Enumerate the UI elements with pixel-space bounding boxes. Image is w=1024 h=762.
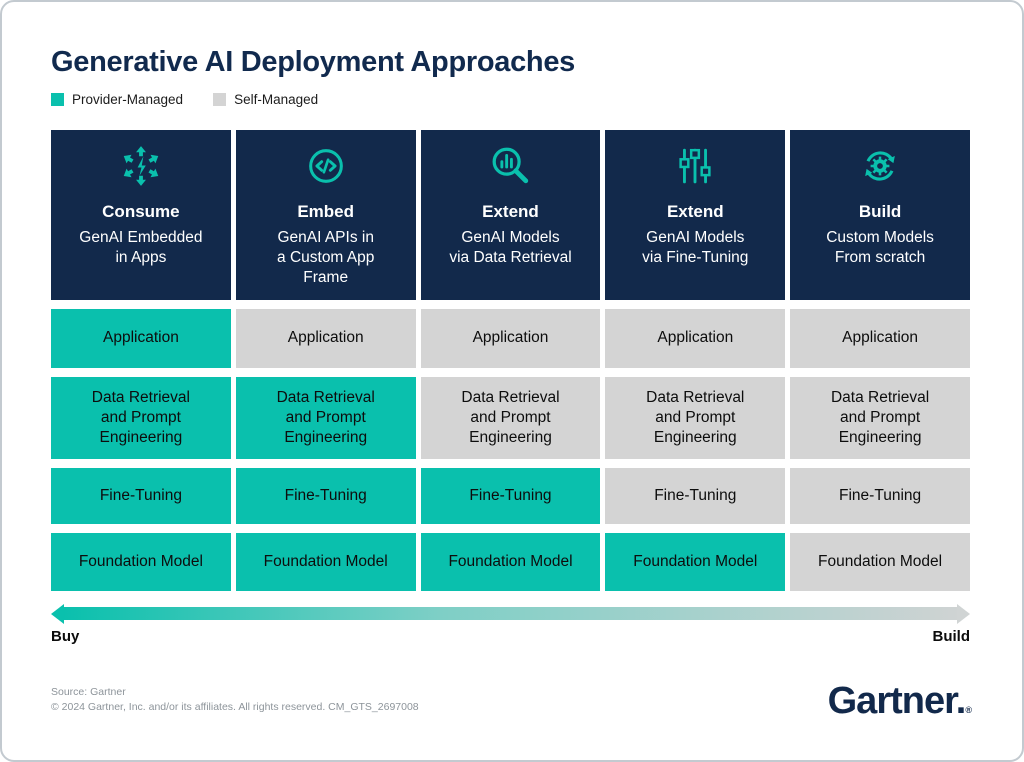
gartner-logo: Gartner.®	[828, 682, 972, 720]
column-description: GenAI APIs in a Custom App Frame	[277, 229, 375, 286]
column-extend-fine-tuning: Extend GenAI Models via Fine-Tuning Appl…	[605, 130, 786, 591]
column-extend-data-retrieval: Extend GenAI Models via Data Retrieval A…	[420, 130, 601, 591]
cell-extend-ft-fine-tuning: Fine-Tuning	[605, 468, 786, 524]
cell-extend-ft-data-retrieval: Data Retrieval and Prompt Engineering	[605, 377, 786, 459]
legend-label-provider-managed: Provider-Managed	[72, 92, 184, 107]
cell-consume-foundation-model: Foundation Model	[51, 533, 231, 591]
column-header-consume: Consume GenAI Embedded in Apps	[51, 130, 231, 300]
code-brackets-circle-icon	[308, 149, 343, 183]
column-title: Consume	[102, 202, 180, 221]
cell-extend-dr-data-retrieval: Data Retrieval and Prompt Engineering	[420, 377, 601, 459]
cell-consume-application: Application	[51, 309, 231, 368]
column-consume: Consume GenAI Embedded in Apps Applicati…	[51, 130, 231, 591]
legend-item-self-managed: Self-Managed	[213, 92, 318, 107]
cell-embed-data-retrieval: Data Retrieval and Prompt Engineering	[235, 377, 416, 459]
cell-build-application: Application	[790, 309, 970, 368]
footer-attribution: Source: Gartner © 2024 Gartner, Inc. and…	[51, 685, 419, 717]
column-title: Embed	[297, 202, 355, 221]
column-description: GenAI Models via Data Retrieval	[449, 229, 572, 266]
self-managed-swatch	[213, 93, 227, 106]
axis-label-buy: Buy	[51, 628, 80, 645]
cell-extend-dr-foundation-model: Foundation Model	[420, 533, 601, 591]
buy-build-axis: Buy Build	[51, 628, 970, 645]
spread-arrows-bolt-icon	[121, 146, 161, 186]
axis-label-build: Build	[932, 628, 971, 645]
cell-build-data-retrieval: Data Retrieval and Prompt Engineering	[790, 377, 970, 459]
legend: Provider-Managed Self-Managed	[51, 92, 970, 107]
magnifier-bar-chart-icon	[493, 147, 529, 184]
cell-embed-fine-tuning: Fine-Tuning	[235, 468, 416, 524]
sliders-icon	[679, 148, 711, 184]
cell-embed-foundation-model: Foundation Model	[235, 533, 416, 591]
provider-managed-swatch	[51, 93, 64, 106]
copyright-text: © 2024 Gartner, Inc. and/or its affiliat…	[51, 701, 419, 714]
column-header-extend-data-retrieval: Extend GenAI Models via Data Retrieval	[420, 130, 601, 300]
gartner-logo-text: Gartner.	[827, 680, 967, 722]
cell-consume-fine-tuning: Fine-Tuning	[51, 468, 231, 524]
column-title: Extend	[666, 202, 724, 221]
legend-label-self-managed: Self-Managed	[234, 92, 319, 107]
column-build: Build Custom Models From scratch Applica…	[790, 130, 970, 591]
page-title: Generative AI Deployment Approaches	[51, 46, 576, 78]
cell-extend-ft-application: Application	[605, 309, 786, 368]
column-description: GenAI Embedded in Apps	[79, 229, 203, 266]
cell-build-fine-tuning: Fine-Tuning	[790, 468, 970, 524]
column-embed: Embed GenAI APIs in a Custom App Frame A…	[235, 130, 416, 591]
cell-build-foundation-model: Foundation Model	[790, 533, 970, 591]
cell-extend-dr-application: Application	[420, 309, 601, 368]
cell-consume-data-retrieval: Data Retrieval and Prompt Engineering	[51, 377, 231, 459]
source-text: Source: Gartner	[51, 685, 126, 698]
cell-embed-application: Application	[235, 309, 416, 368]
column-header-embed: Embed GenAI APIs in a Custom App Frame	[235, 130, 416, 300]
column-header-build: Build Custom Models From scratch	[790, 130, 970, 300]
column-header-extend-fine-tuning: Extend GenAI Models via Fine-Tuning	[605, 130, 786, 300]
deployment-grid: Consume GenAI Embedded in Apps Applicati…	[51, 130, 970, 591]
cell-extend-dr-fine-tuning: Fine-Tuning	[420, 468, 601, 524]
registered-mark: ®	[965, 705, 972, 715]
column-description: Custom Models From scratch	[826, 229, 934, 266]
column-description: GenAI Models via Fine-Tuning	[642, 229, 749, 266]
gear-refresh-icon	[865, 151, 895, 181]
legend-item-provider-managed: Provider-Managed	[51, 92, 183, 107]
buy-build-gradient-arrow	[51, 603, 970, 624]
column-title: Extend	[482, 202, 539, 221]
cell-extend-ft-foundation-model: Foundation Model	[605, 533, 786, 591]
column-title: Build	[858, 202, 902, 221]
